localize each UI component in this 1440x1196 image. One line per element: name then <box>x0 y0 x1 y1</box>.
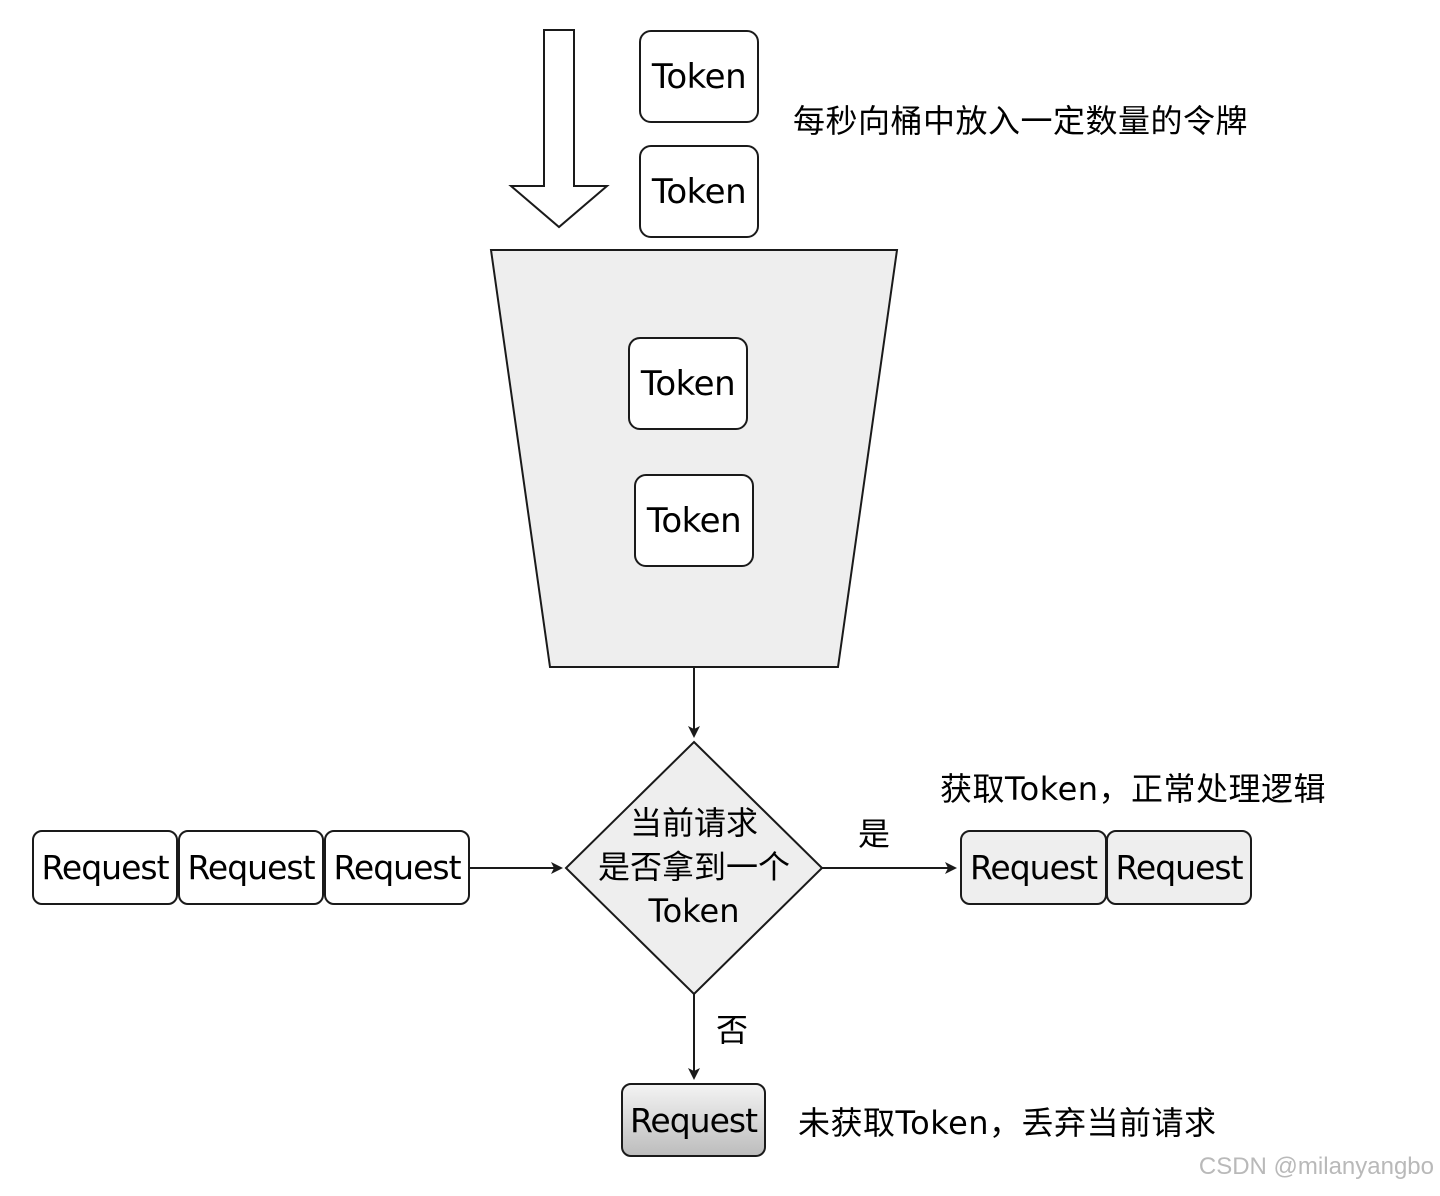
bucket-token-2: Token <box>634 474 754 567</box>
bucket-token-1: Token <box>628 337 748 430</box>
falling-token-2: Token <box>639 145 759 238</box>
accepted-request-2: Request <box>1106 830 1252 905</box>
yes-label: 是 <box>858 815 891 853</box>
accepted-request-1: Request <box>960 830 1107 905</box>
watermark: CSDN @milanyangbo <box>1198 1153 1434 1180</box>
rejected-label: 未获取Token，丢弃当前请求 <box>798 1104 1217 1142</box>
incoming-request-2: Request <box>178 830 324 905</box>
decision-text: 当前请求 是否拿到一个 Token <box>574 801 814 933</box>
decision-line-2: 是否拿到一个 <box>597 848 790 886</box>
decision-line-1: 当前请求 <box>629 804 758 842</box>
fill-rate-label: 每秒向桶中放入一定数量的令牌 <box>793 102 1249 140</box>
incoming-request-1: Request <box>32 830 178 905</box>
falling-token-1: Token <box>639 30 759 123</box>
rejected-request: Request <box>621 1083 766 1157</box>
accepted-label: 获取Token，正常处理逻辑 <box>940 770 1327 808</box>
inflow-arrow <box>508 29 610 229</box>
token-bucket <box>489 249 899 668</box>
incoming-request-3: Request <box>324 830 470 905</box>
no-label: 否 <box>716 1011 749 1049</box>
decision-line-3: Token <box>648 892 740 930</box>
